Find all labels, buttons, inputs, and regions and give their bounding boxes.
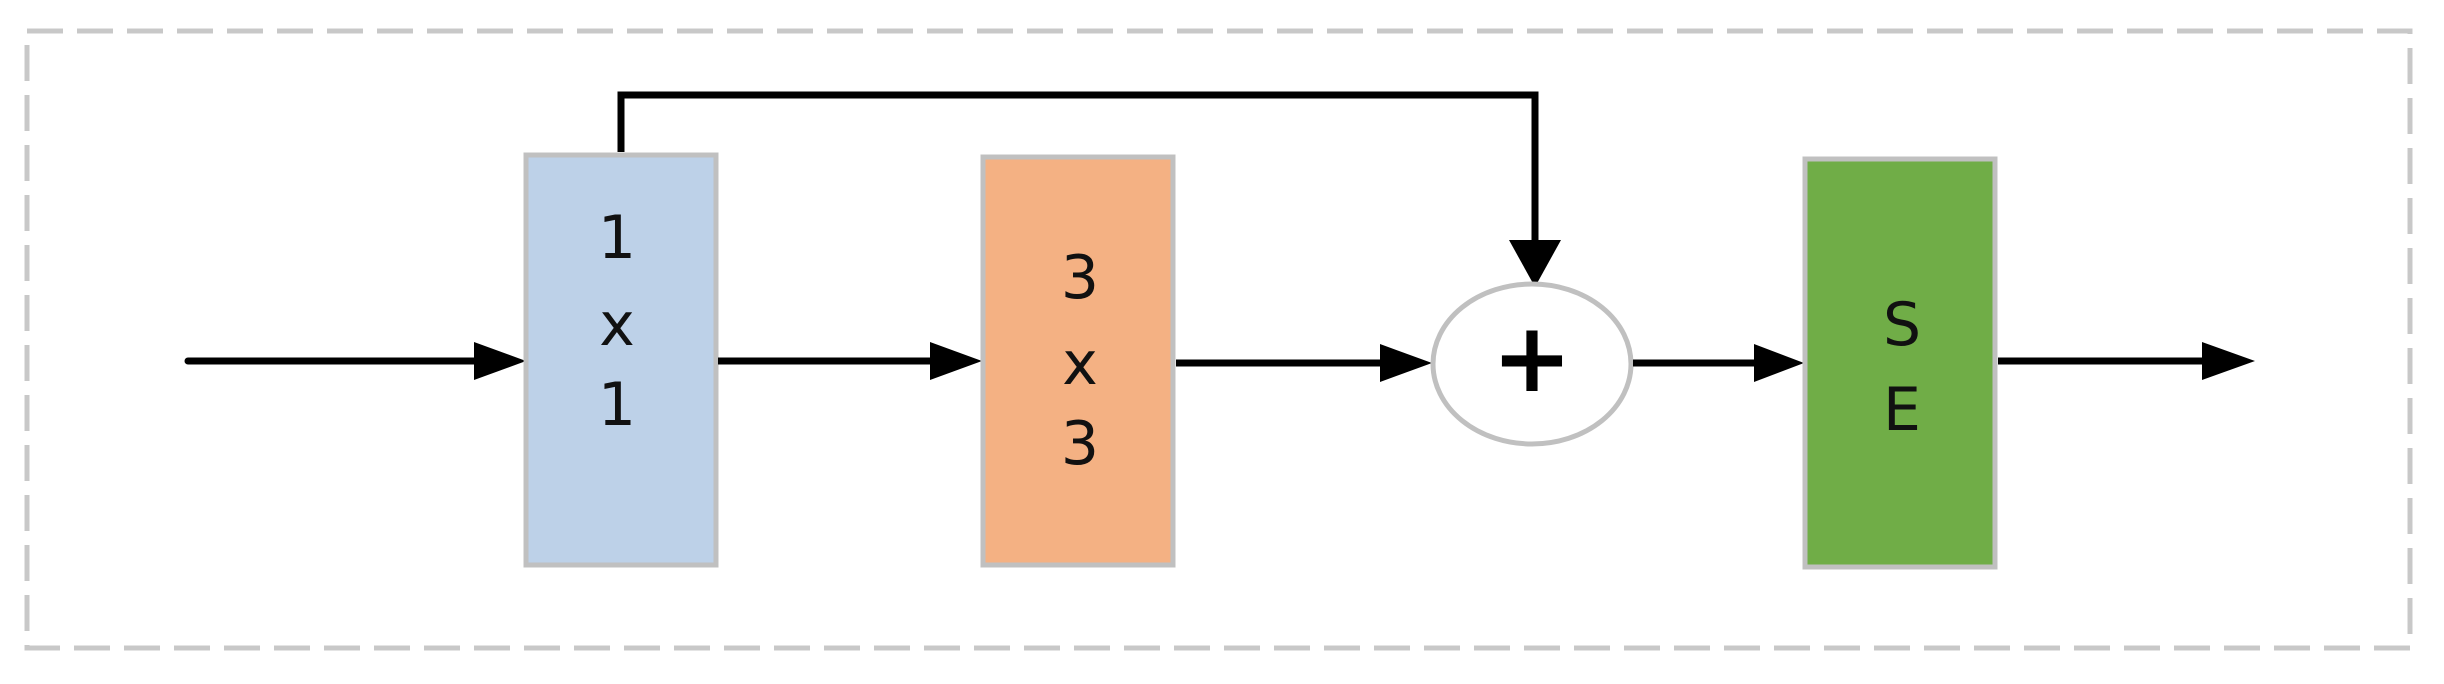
conv1x1-label-line-1: 1	[598, 203, 636, 273]
input-arrowhead	[474, 342, 526, 380]
arrow-add-to-se-head	[1754, 344, 1804, 382]
conv1x1-label-line-2: x	[599, 290, 635, 360]
conv3x3-label-line-1: 3	[1061, 243, 1099, 313]
conv3x3-label-line-2: x	[1062, 329, 1098, 399]
conv1x1-block	[523, 152, 719, 568]
dashed-frame	[24, 28, 2413, 651]
output-arrowhead	[2202, 342, 2255, 380]
arrow-3x3-to-add-head	[1380, 344, 1432, 382]
add-node	[1430, 281, 1634, 447]
se-label-line-1: S	[1883, 290, 1921, 360]
skip-connection-line	[617, 91, 1539, 242]
arrow-1x1-to-3x3-head	[930, 342, 982, 380]
se-label-line-2: E	[1883, 375, 1921, 445]
se-block	[1802, 156, 1998, 570]
conv3x3-block	[980, 154, 1176, 568]
skip-connection-arrowhead	[1509, 240, 1561, 287]
conv3x3-label-line-3: 3	[1061, 409, 1099, 479]
conv1x1-label-line-3: 1	[598, 370, 636, 440]
add-node-symbol: +	[1492, 302, 1572, 414]
